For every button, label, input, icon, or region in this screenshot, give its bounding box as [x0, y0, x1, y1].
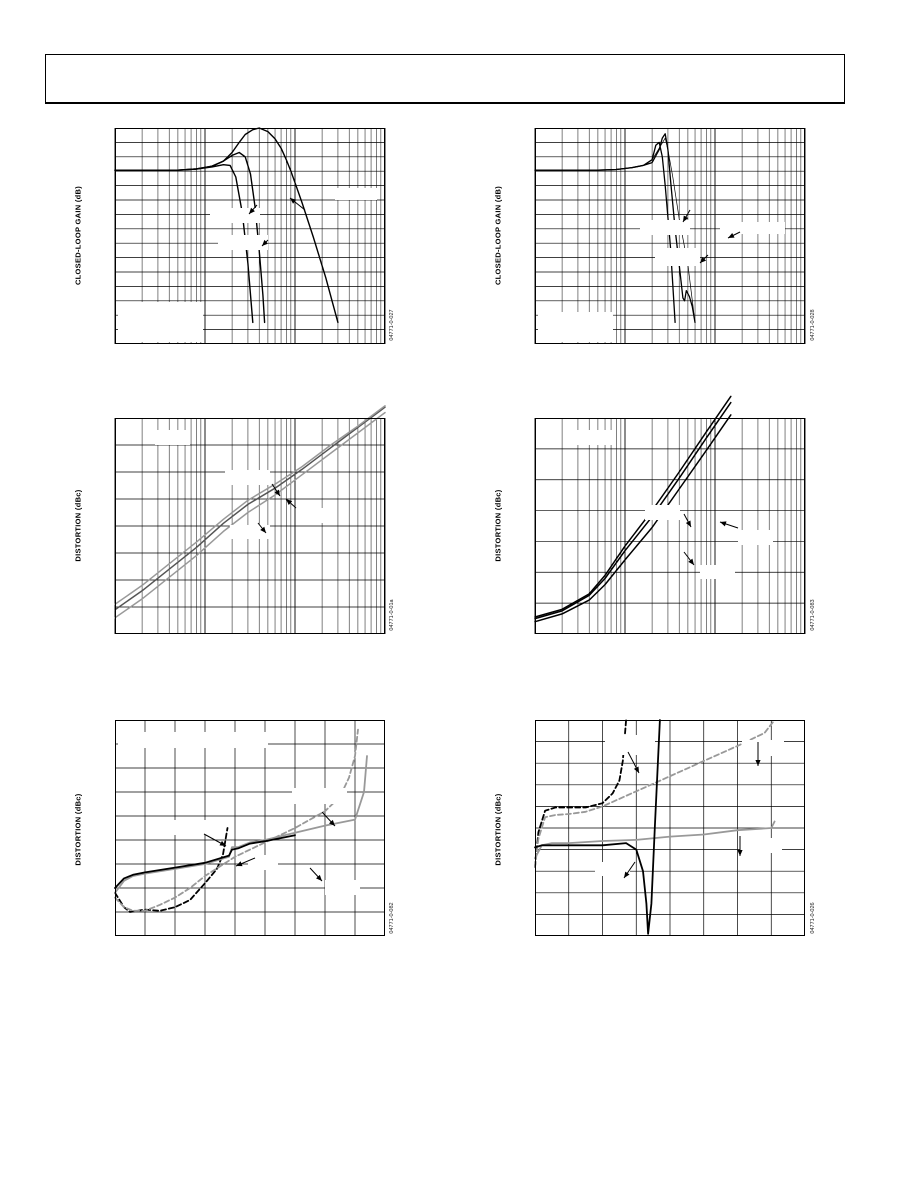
annotation-arrowhead: [737, 850, 743, 856]
annotation-arrowhead: [633, 766, 639, 773]
series-4-line: [114, 834, 296, 889]
annotation-arrowhead: [249, 207, 255, 214]
chart1-ylabel: CLOSED-LOOP GAIN (dB): [73, 185, 83, 286]
chart4-code: 04771-0-083: [810, 599, 816, 631]
annotation-label-box: [640, 220, 690, 235]
annotation-arrowhead: [624, 871, 630, 878]
series-3-line: [534, 820, 776, 860]
annotation-label-box: [248, 855, 278, 870]
plot-frame: [115, 418, 385, 634]
annotation-label-box: [298, 508, 328, 523]
page-header-box: [45, 54, 845, 104]
series-2-line: [114, 728, 359, 912]
series-2-line: [534, 719, 776, 868]
chart6-code: 04771-0-026: [810, 902, 816, 934]
grid: [115, 720, 385, 936]
annotation-label-box: [742, 740, 784, 756]
annotation-arrowhead: [329, 819, 335, 826]
annotation-label-box: [162, 820, 217, 835]
annotation-label-box: [335, 188, 377, 200]
series-2-line: [534, 401, 732, 620]
plot-frame: [535, 418, 805, 634]
series-3-line: [534, 414, 732, 623]
annotation-label-box: [292, 788, 347, 804]
annotation-arrowhead: [219, 840, 226, 846]
annotation-label-box: [655, 248, 700, 266]
annotation-arrowhead: [262, 239, 269, 246]
annotation-label-box: [325, 880, 360, 895]
annotation-label-box: [605, 735, 655, 755]
chart5-distortion-vs-output: [114, 720, 385, 936]
plot-frame: [535, 720, 805, 936]
annotation-label-box: [720, 222, 785, 234]
chart6-distortion-vs-output: [534, 719, 805, 936]
chart3-distortion-vs-frequency: [114, 405, 386, 634]
series-1-line: [114, 127, 339, 324]
annotation-label-box: [155, 430, 190, 445]
annotation-arrowhead: [316, 874, 322, 881]
chart3-code: 04771-0-01a: [389, 599, 395, 631]
annotation-label-box: [595, 862, 630, 876]
annotation-label-box: [575, 430, 615, 445]
annotation-label-box: [218, 235, 268, 250]
annotation-arrowhead: [720, 521, 727, 527]
series-1-line: [534, 719, 627, 868]
annotation-label-box: [700, 565, 735, 579]
chart5-ylabel: DISTORTION (dBc): [73, 793, 83, 866]
grid: [534, 418, 806, 634]
annotation-arrowhead: [286, 499, 293, 505]
annotation-label-box: [230, 525, 270, 539]
annotation-arrowhead: [236, 861, 243, 867]
plot-frame: [115, 128, 385, 344]
annotation-label-box: [118, 732, 268, 748]
annotation-label-box: [118, 302, 203, 342]
chart2-gain-response: [534, 128, 806, 344]
series-2-line: [114, 405, 386, 606]
series-3-line: [534, 137, 696, 323]
series-3-line: [114, 411, 386, 619]
annotation-label-box: [740, 838, 782, 853]
series-1-line: [114, 406, 386, 611]
annotation-arrowhead: [683, 215, 689, 222]
chart1-code: 04771-0-027: [389, 309, 395, 341]
plot-frame: [535, 128, 805, 344]
series-3-line: [114, 755, 368, 894]
series-1-line: [114, 827, 229, 913]
annotation-arrowhead: [755, 760, 761, 766]
annotation-label-box: [538, 312, 613, 342]
chart4-ylabel: DISTORTION (dBc): [493, 489, 503, 562]
chart5-code: 04771-0-082: [389, 902, 395, 934]
annotation-arrowhead: [260, 526, 266, 533]
chart2-ylabel: CLOSED-LOOP GAIN (dB): [493, 185, 503, 286]
chart6-ylabel: DISTORTION (dBc): [493, 793, 503, 866]
chart3-ylabel: DISTORTION (dBc): [73, 489, 83, 562]
annotation-arrowhead: [290, 198, 297, 204]
series-1-line: [534, 395, 732, 618]
series-4-line: [534, 719, 661, 935]
annotation-arrowhead: [688, 558, 694, 565]
annotation-arrowhead: [728, 232, 735, 238]
annotation-label-box: [738, 530, 773, 545]
plot-frame: [115, 720, 385, 936]
chart2-code: 04771-0-028: [810, 309, 816, 341]
chart4-distortion-vs-frequency: [534, 395, 806, 634]
annotation-label-box: [645, 505, 680, 520]
annotation-label-box: [210, 208, 260, 223]
annotation-arrowhead: [274, 489, 280, 496]
annotation-arrowhead: [700, 256, 707, 263]
chart1-gain-response: [114, 127, 386, 344]
annotation-arrowhead: [685, 520, 691, 527]
annotation-label-box: [225, 470, 270, 485]
